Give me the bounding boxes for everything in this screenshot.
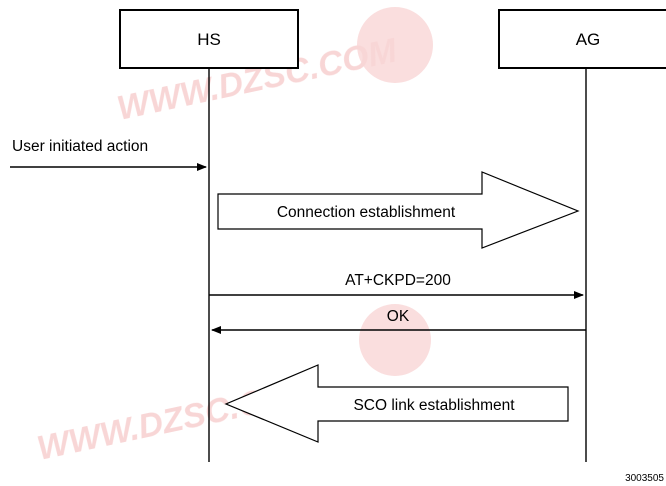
figure-id: 3003505 [625, 473, 664, 484]
ag-label: AG [576, 30, 601, 49]
at-command-label: AT+CKPD=200 [345, 272, 451, 289]
ag-lifeline-box [498, 9, 666, 69]
sco-block-arrow [224, 364, 569, 443]
sco-label: SCO link establishment [353, 397, 515, 414]
ok-label: OK [387, 308, 410, 325]
user-action-label: User initiated action [12, 138, 148, 155]
connection-block-arrow [217, 171, 580, 249]
hs-label: HS [197, 30, 221, 49]
connection-label: Connection establishment [277, 204, 456, 221]
